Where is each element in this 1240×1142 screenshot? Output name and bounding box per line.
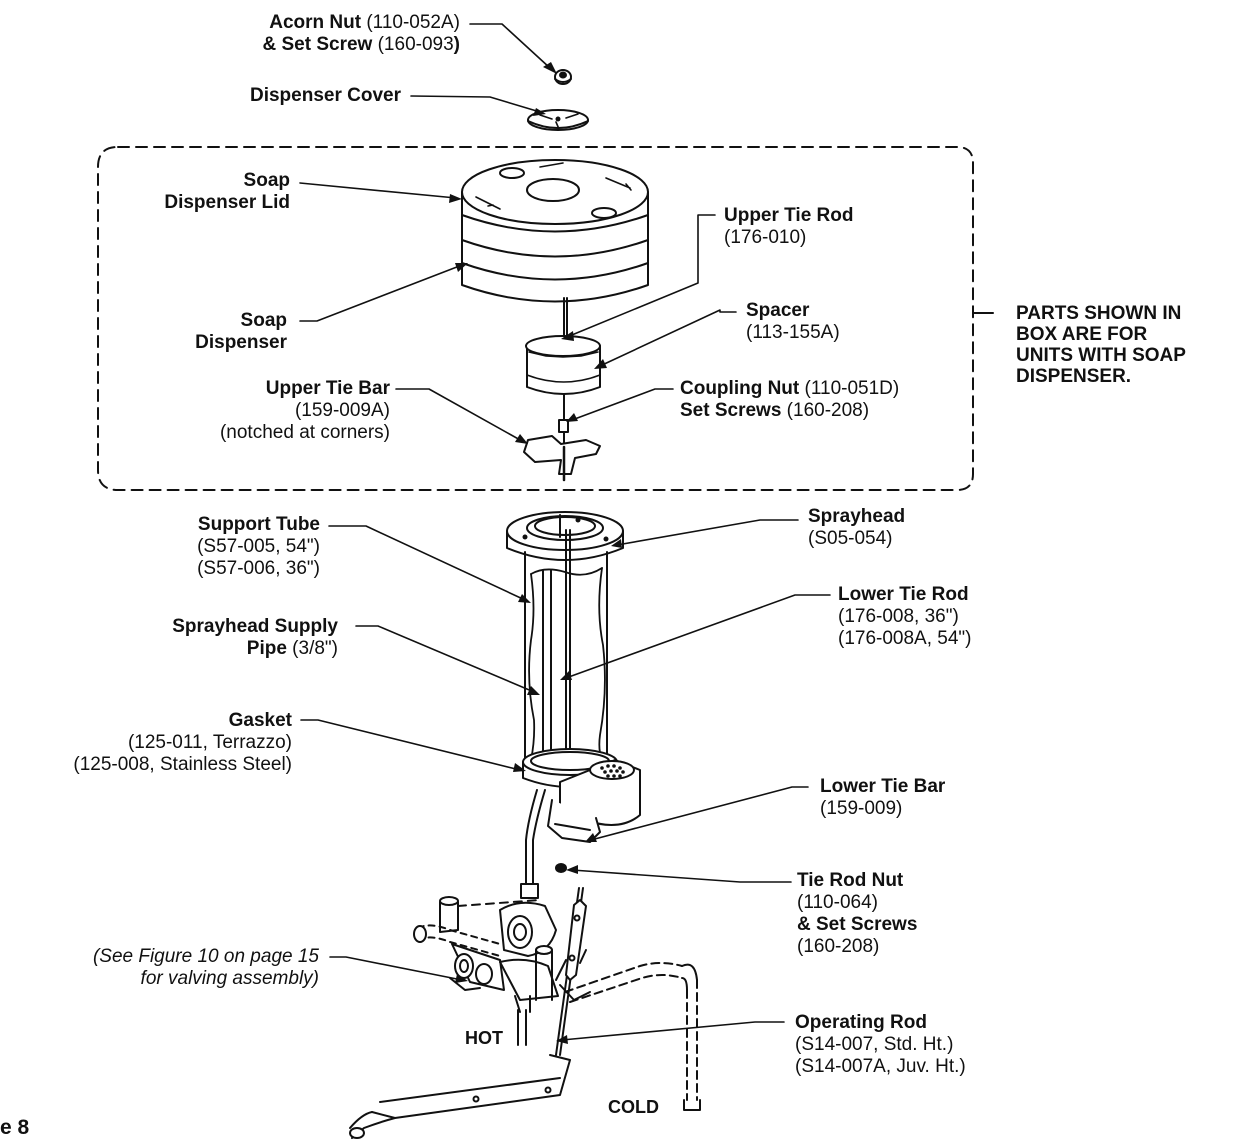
spacer-part [525,335,601,395]
leader-valving [329,956,463,981]
label-cold: COLD [608,1097,659,1117]
leader-upper-tie-rod [566,214,716,338]
soap-dispenser-drum [461,159,649,303]
leader-lower-tie-rod [565,594,831,679]
leader-sprayhead [616,519,799,546]
leader-spacer [599,309,737,367]
leader-tie-rod-nut [571,869,792,883]
leader-acorn-nut [469,23,551,69]
label-soap-dispenser: Soap Dispenser [195,310,287,353]
figure-caption: e 8 [0,1116,30,1139]
leader-lower-tie-bar [590,786,809,841]
label-tie-rod-nut: Tie Rod Nut (110-064) & Set Screws (160-… [797,870,918,957]
leader-soap-dispenser [299,264,463,322]
label-hot: HOT [465,1028,503,1048]
dispenser-cover-part [527,109,589,131]
leader-upper-tie-bar [395,388,523,442]
sprayhead-part [506,511,624,561]
label-spacer: Spacer (113-155A) [746,300,840,343]
leader-supply-pipe [355,625,535,693]
label-dispenser-cover: Dispenser Cover [249,85,401,106]
label-gasket: Gasket (125-011, Terrazzo) (125-008, Sta… [73,710,292,775]
label-lower-tie-bar: Lower Tie Bar (159-009) [820,776,946,819]
lower-tie-bar-part [547,759,641,873]
label-acorn-nut: Acorn Nut (110-052A) & Set Screw (160-09… [262,12,461,55]
label-support-tube: Support Tube (S57-005, 54") (S57-006, 36… [197,514,320,579]
label-sprayhead-supply-pipe: Sprayhead Supply Pipe (3/8") [172,616,338,659]
support-tube-part [524,529,608,761]
label-upper-tie-bar: Upper Tie Bar (159-009A) (notched at cor… [219,378,390,443]
label-box-note: PARTS SHOWN IN BOX ARE FOR UNITS WITH SO… [1016,303,1186,387]
acorn-nut-part [554,69,572,85]
leader-soap-lid [299,182,457,199]
leader-operating-rod [561,1021,785,1041]
label-valving-note: (See Figure 10 on page 15 for valving as… [92,946,319,989]
leader-lines [299,23,831,1041]
label-upper-tie-rod: Upper Tie Rod (176-010) [724,205,854,248]
leader-arrowheads [449,62,622,1044]
label-coupling-nut: Coupling Nut (110-051D) Set Screws (160-… [680,378,900,421]
valving-assembly-part [413,896,701,1111]
supply-pipe-part [520,789,546,899]
leader-dispenser-cover [410,95,541,113]
upper-tie-rod-part [563,297,568,337]
label-operating-rod: Operating Rod (S14-007, Std. Ht.) (S14-0… [795,1012,966,1077]
coupling-nut-part [558,394,569,448]
upper-tie-bar-part [523,435,601,482]
leader-support-tube [328,525,526,601]
soap-dispenser-box [97,146,974,491]
label-sprayhead: Sprayhead (S05-054) [808,506,906,549]
label-lower-tie-rod: Lower Tie Rod (176-008, 36") (176-008A, … [838,584,972,649]
label-soap-dispenser-lid: Soap Dispenser Lid [164,170,290,213]
operating-rod-part [349,887,587,1139]
leader-coupling-nut [571,388,674,421]
leader-gasket [300,719,521,771]
